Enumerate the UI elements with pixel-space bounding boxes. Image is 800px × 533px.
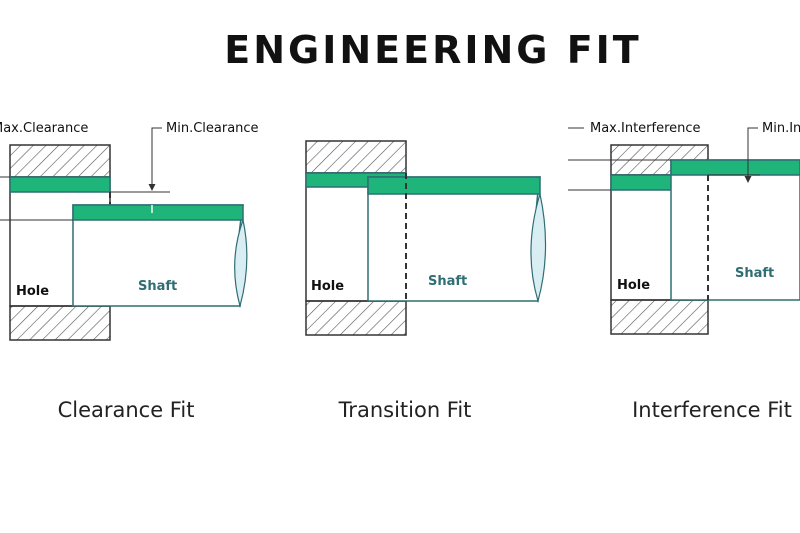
- hole-lower-wall: [305, 300, 407, 336]
- shaft-label: Shaft: [428, 274, 467, 289]
- shaft-tolerance-band: [72, 204, 244, 221]
- interference-fit-caption: Interference Fit: [632, 398, 792, 422]
- min-clearance-label: Min.Clearance: [166, 121, 259, 136]
- max-clearance-label: Max.Clearance: [0, 121, 88, 136]
- shaft-break: [234, 217, 248, 309]
- shaft-tolerance-band: [670, 159, 800, 176]
- transition-fit-caption: Transition Fit: [338, 398, 472, 422]
- clearance-fit-diagram: Max.Clearance Min.Clearance Hole Shaft: [0, 121, 259, 341]
- interference-fit-diagram: Max.Interference Min.Interference Hole S…: [568, 121, 800, 335]
- shaft-tolerance-band: [367, 176, 541, 195]
- max-interference-label: Max.Interference: [590, 121, 701, 136]
- hole-tolerance-band: [9, 176, 111, 193]
- hole-lower-wall: [9, 305, 111, 341]
- hole-label: Hole: [16, 284, 49, 299]
- hole-label: Hole: [311, 279, 344, 294]
- min-interference-leader: [744, 127, 758, 183]
- hole-label: Hole: [617, 278, 650, 293]
- shaft-label: Shaft: [138, 279, 177, 294]
- hole-upper-wall: [9, 144, 111, 178]
- page-title: ENGINEERING FIT: [224, 28, 642, 72]
- hole-upper-wall: [305, 140, 407, 174]
- shaft-break: [530, 191, 547, 304]
- transition-fit-diagram: Hole Shaft: [305, 140, 547, 336]
- min-clearance-leader: [148, 127, 162, 191]
- shaft-label: Shaft: [735, 266, 774, 281]
- hole-lower-wall: [610, 299, 709, 335]
- min-interference-label: Min.Interference: [762, 121, 800, 136]
- clearance-fit-caption: Clearance Fit: [57, 398, 195, 422]
